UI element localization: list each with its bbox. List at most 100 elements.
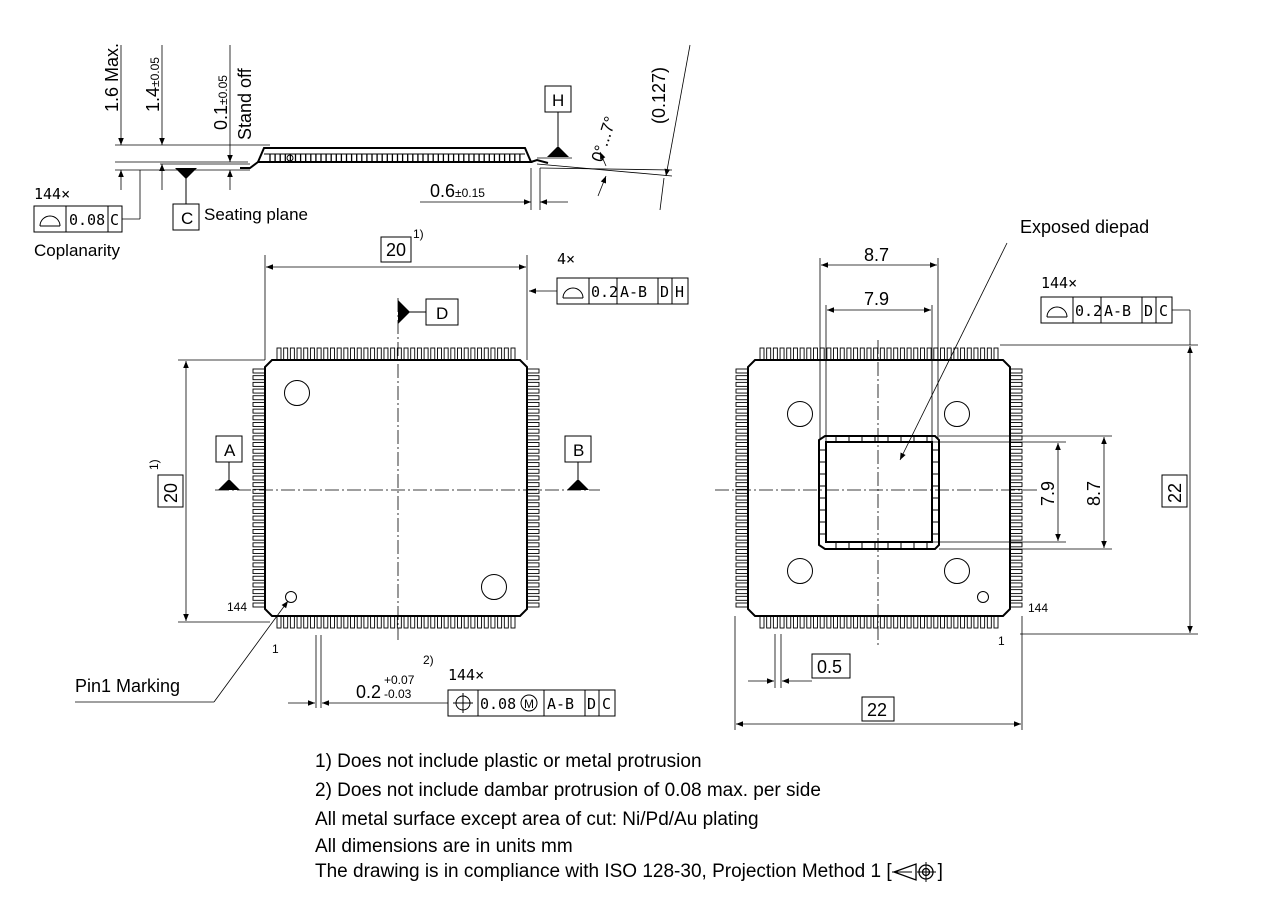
lead — [252, 529, 266, 534]
lead — [526, 462, 540, 468]
overall-width-box — [861, 696, 895, 722]
lead — [526, 522, 540, 528]
datum-d-label: D — [436, 304, 448, 323]
lead — [376, 615, 382, 629]
lead — [252, 422, 266, 427]
lead — [323, 615, 329, 629]
lead — [735, 368, 749, 374]
overall-height-label: 22 — [1165, 483, 1185, 503]
pad-outer-height-label: 8.7 — [1084, 481, 1104, 506]
lead — [735, 482, 749, 488]
lead — [960, 347, 966, 361]
top-profile-datum-d: D — [660, 283, 669, 301]
lead — [483, 615, 489, 629]
lead — [252, 482, 266, 488]
lead — [735, 569, 749, 575]
lead — [993, 347, 999, 361]
top-position-value: 0.08 — [480, 695, 516, 713]
lead-width-tol-plus: +0.07 — [384, 673, 415, 687]
coplanarity-datum: C — [110, 211, 119, 229]
lead — [526, 422, 540, 427]
lead — [443, 615, 449, 629]
lead — [526, 549, 540, 554]
lead — [1009, 582, 1023, 588]
lead — [735, 589, 749, 595]
lead — [920, 347, 925, 361]
top-width-box — [380, 236, 412, 263]
lead — [735, 408, 749, 414]
lead — [316, 615, 322, 629]
lead — [303, 347, 309, 361]
bottom-profile-datum-d: D — [1144, 302, 1153, 320]
lead — [526, 388, 540, 394]
lead — [416, 615, 422, 629]
lead — [526, 555, 540, 561]
top-position-mmc: M — [524, 697, 534, 711]
lead — [873, 615, 879, 629]
lead — [390, 615, 396, 629]
lead — [1009, 595, 1023, 601]
lead — [252, 455, 266, 461]
lead — [252, 522, 266, 528]
lead — [526, 529, 540, 534]
lead — [819, 615, 825, 629]
lead — [735, 395, 749, 401]
lead — [252, 415, 266, 421]
lead-width-tol-minus: -0.03 — [384, 687, 412, 701]
note-1: 1) Does not include plastic or metal pro… — [315, 751, 702, 772]
lead — [276, 347, 282, 361]
lead — [853, 347, 859, 361]
lead — [252, 381, 266, 387]
top-profile-datum-h: H — [675, 283, 684, 301]
lead — [960, 615, 966, 629]
lead — [252, 555, 266, 561]
lead — [792, 347, 798, 361]
lead — [526, 468, 540, 474]
lead — [886, 615, 892, 629]
lead — [526, 542, 540, 548]
lead — [799, 347, 805, 361]
lead — [926, 347, 932, 361]
lead — [526, 475, 540, 481]
lead — [735, 442, 749, 447]
lead — [252, 435, 266, 441]
lead — [252, 595, 266, 601]
lead-width-label: 0.2 — [356, 682, 381, 702]
lead — [1009, 495, 1023, 501]
lead — [330, 615, 335, 629]
lead — [363, 615, 369, 629]
lead — [766, 615, 772, 629]
lead — [252, 549, 266, 554]
lead — [879, 347, 885, 361]
projection-method-icon — [891, 861, 936, 882]
lead — [1009, 375, 1023, 381]
pitch-label: 0.5 — [817, 657, 842, 677]
lead — [526, 508, 540, 514]
lead — [735, 415, 749, 421]
lead — [1009, 388, 1023, 394]
lead — [1009, 475, 1023, 481]
lead — [252, 388, 266, 394]
lead — [826, 347, 832, 361]
lead — [526, 442, 540, 447]
lead — [252, 475, 266, 481]
lead — [252, 395, 266, 401]
top-height-note: 1) — [147, 459, 161, 470]
lead — [839, 347, 845, 361]
lead — [526, 415, 540, 421]
lead — [1009, 482, 1023, 488]
lead — [1009, 442, 1023, 447]
pin1-dot — [285, 591, 297, 603]
lead — [526, 502, 540, 508]
lead — [735, 508, 749, 514]
lead — [735, 455, 749, 461]
lead — [846, 347, 852, 361]
lead — [526, 515, 540, 521]
lead — [735, 595, 749, 601]
lead — [309, 347, 315, 361]
lead — [1009, 462, 1023, 468]
lead — [953, 615, 959, 629]
lead — [376, 347, 382, 361]
lead — [410, 347, 416, 361]
